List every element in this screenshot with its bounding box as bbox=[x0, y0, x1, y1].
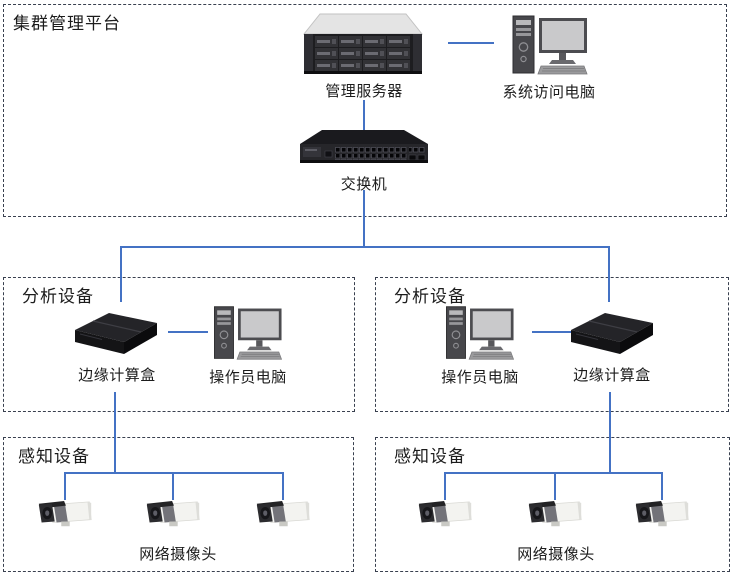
network-camera-icon bbox=[146, 500, 200, 527]
system-access-pc-icon bbox=[512, 15, 588, 75]
analysis-left-group-box bbox=[3, 277, 355, 412]
link-edgebox-cameras-right bbox=[609, 392, 611, 473]
network-camera-icon bbox=[38, 500, 92, 527]
camera-bus-right bbox=[444, 472, 663, 474]
operator-pc-icon-left bbox=[213, 306, 283, 360]
switch-icon bbox=[299, 129, 429, 164]
network-camera-label-right: 网络摄像头 bbox=[517, 546, 595, 563]
analysis-right-group-box bbox=[375, 277, 729, 412]
platform-group-box bbox=[3, 4, 727, 217]
analysis-right-group-label: 分析设备 bbox=[394, 287, 466, 306]
network-camera-icon bbox=[528, 500, 582, 527]
trunk-drop-right bbox=[608, 246, 610, 302]
camera-drop-right-1 bbox=[444, 472, 446, 500]
system-access-pc-label: 系统访问电脑 bbox=[502, 84, 596, 101]
network-camera-icon bbox=[418, 500, 472, 527]
operator-pc-icon-right bbox=[445, 306, 515, 360]
camera-bus-left bbox=[64, 472, 284, 474]
management-server-label: 管理服务器 bbox=[325, 83, 403, 100]
network-camera-icon bbox=[635, 500, 689, 527]
trunk-switch-down bbox=[363, 190, 365, 248]
network-camera-icon bbox=[256, 500, 310, 527]
switch-label: 交换机 bbox=[340, 176, 388, 193]
trunk-drop-left bbox=[120, 246, 122, 302]
edge-computing-box-icon-right bbox=[570, 312, 654, 355]
edge-computing-box-label-left: 边缘计算盒 bbox=[78, 367, 156, 384]
link-server-accesspc bbox=[448, 42, 494, 44]
network-camera-label-left: 网络摄像头 bbox=[139, 546, 217, 563]
trunk-horizontal bbox=[120, 246, 610, 248]
perception-left-group-box bbox=[3, 437, 354, 572]
link-server-switch bbox=[363, 100, 365, 131]
analysis-left-group-label: 分析设备 bbox=[22, 287, 94, 306]
perception-right-group-label: 感知设备 bbox=[394, 447, 466, 466]
perception-left-group-label: 感知设备 bbox=[18, 447, 90, 466]
edge-computing-box-icon-left bbox=[74, 312, 158, 355]
link-edgebox-pc-left bbox=[168, 331, 208, 333]
management-server-icon bbox=[303, 12, 423, 76]
camera-drop-left-2 bbox=[172, 472, 174, 500]
link-pc-edgebox-right bbox=[532, 331, 572, 333]
operator-pc-label-left: 操作员电脑 bbox=[209, 369, 287, 386]
camera-drop-right-2 bbox=[554, 472, 556, 500]
camera-drop-left-3 bbox=[282, 472, 284, 500]
platform-group-label: 集群管理平台 bbox=[13, 14, 121, 33]
edge-computing-box-label-right: 边缘计算盒 bbox=[573, 367, 651, 384]
operator-pc-label-right: 操作员电脑 bbox=[441, 369, 519, 386]
link-edgebox-cameras-left bbox=[114, 392, 116, 473]
camera-drop-right-3 bbox=[661, 472, 663, 500]
camera-drop-left-1 bbox=[64, 472, 66, 500]
